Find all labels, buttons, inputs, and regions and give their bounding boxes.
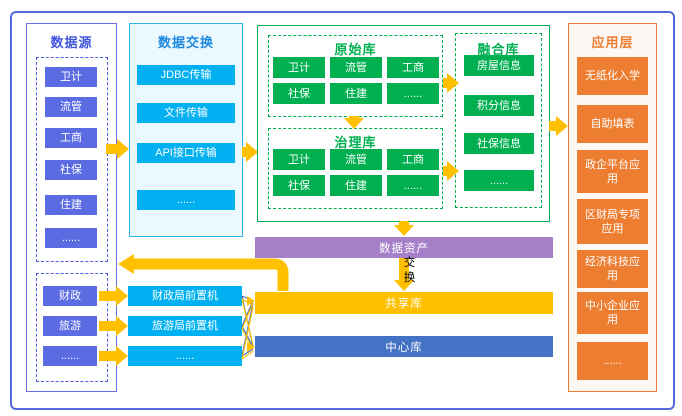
fusion-lib-item: 积分信息 (464, 95, 534, 116)
app-item: 经济科技应用 (577, 250, 648, 288)
exchange-item: 文件传输 (137, 103, 235, 123)
source-item: 工商 (45, 128, 97, 148)
governance-lib-item: 社保 (273, 175, 325, 196)
data-source-title: 数据源 (50, 35, 93, 50)
app-item: 区财局专项应用 (577, 199, 648, 244)
app-item: 中小企业应用 (577, 292, 648, 334)
center-library-bar: 中心库 (255, 336, 553, 357)
original-library-title: 原始库 (334, 42, 377, 57)
fusion-lib-item: 社保信息 (464, 133, 534, 154)
fusion-lib-item-ellipsis: ...... (464, 170, 534, 191)
app-item: 政企平台应用 (577, 150, 648, 193)
original-lib-item: 住建 (330, 83, 382, 104)
governance-lib-item-ellipsis: ...... (387, 175, 439, 196)
app-item-ellipsis: ...... (577, 342, 648, 380)
exchange-item: JDBC传输 (137, 65, 235, 85)
data-source-upper-group (36, 57, 108, 262)
application-layer-title: 应用层 (591, 35, 634, 50)
data-asset-bar: 数据资产 (255, 237, 553, 258)
outer-frame (10, 11, 675, 410)
app-item: 无纸化入学 (577, 57, 648, 95)
exchange-item: API接口传输 (137, 143, 235, 163)
source-item: 财政 (43, 286, 97, 306)
original-lib-item: 卫计 (273, 57, 325, 78)
governance-library-title: 治理库 (334, 135, 377, 150)
front-machine-item: 旅游局前置机 (128, 316, 242, 336)
fusion-library-group (455, 33, 542, 208)
original-lib-item: 工商 (387, 57, 439, 78)
fusion-lib-item: 房屋信息 (464, 55, 534, 76)
front-machine-item-ellipsis: ...... (128, 346, 242, 366)
source-item: 卫计 (45, 67, 97, 87)
source-item: 旅游 (43, 316, 97, 336)
governance-lib-item: 卫计 (273, 149, 325, 170)
original-lib-item-ellipsis: ...... (387, 83, 439, 104)
source-item: 住建 (45, 195, 97, 215)
app-item: 自助填表 (577, 105, 648, 143)
data-exchange-title: 数据交换 (157, 35, 214, 50)
front-machine-item: 财政局前置机 (128, 286, 242, 306)
source-item-ellipsis: ...... (43, 346, 97, 366)
governance-lib-item: 住建 (330, 175, 382, 196)
source-item-ellipsis: ...... (45, 228, 97, 248)
source-item: 流管 (45, 97, 97, 117)
shared-library-bar: 共享库 (255, 292, 553, 314)
governance-lib-item: 流管 (330, 149, 382, 170)
governance-lib-item: 工商 (387, 149, 439, 170)
source-item: 社保 (45, 160, 97, 180)
exchange-item-ellipsis: ...... (137, 190, 235, 210)
exchange-flow-label: 交换 (403, 257, 416, 284)
original-lib-item: 流管 (330, 57, 382, 78)
original-lib-item: 社保 (273, 83, 325, 104)
fusion-library-title: 融合库 (477, 42, 520, 57)
